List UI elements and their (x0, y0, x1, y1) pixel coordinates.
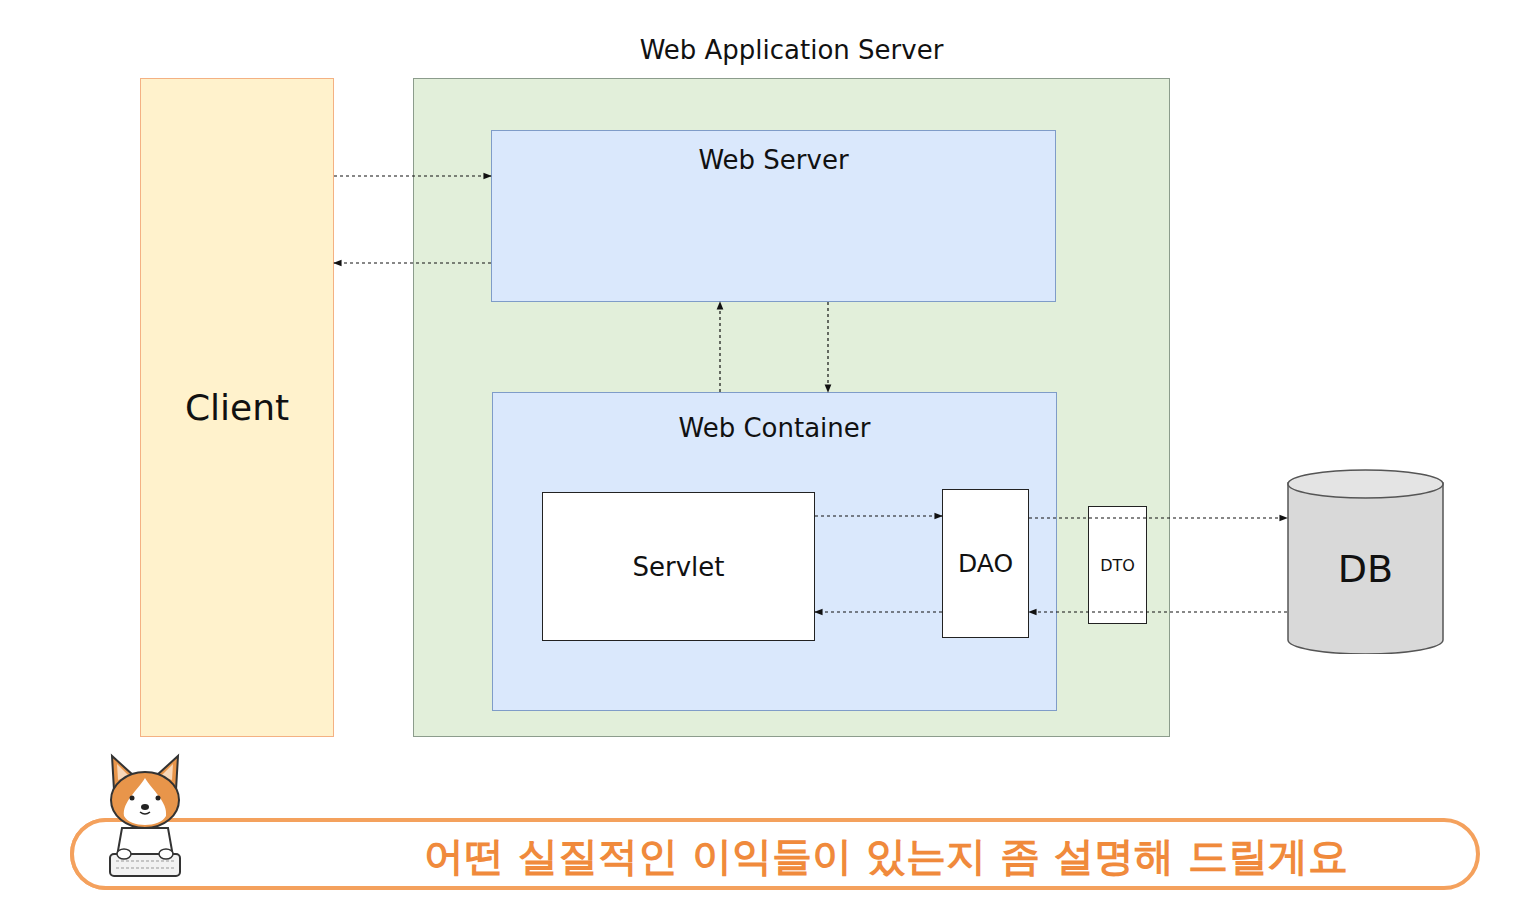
client-box: Client (140, 78, 334, 737)
dao-box: DAO (942, 489, 1029, 638)
text-holder: Servlet (543, 493, 814, 640)
node-label: Web Application Server (640, 35, 944, 65)
text-holder: DB (1287, 469, 1444, 654)
subtitle-text: 어떤 실질적인 이익들이 있는지 좀 설명해 드릴게요 (424, 829, 1348, 884)
db-cylinder: DB (1287, 469, 1444, 654)
text-holder: Client (141, 79, 333, 736)
dashed-arrow (815, 515, 942, 516)
text-holder: DAO (943, 490, 1028, 637)
text-holder: Web Application Server (414, 35, 1169, 65)
text-holder: Web Container (493, 413, 1056, 443)
dashed-arrow (1029, 611, 1287, 612)
node-label: Web Server (698, 145, 848, 175)
corgi-illustration (100, 750, 190, 885)
servlet-box: Servlet (542, 492, 815, 641)
dashed-arrow (1029, 517, 1287, 518)
node-label: Servlet (633, 552, 725, 582)
node-label: Web Container (678, 413, 870, 443)
dto-box: DTO (1088, 506, 1147, 624)
node-label: DB (1338, 547, 1393, 591)
node-label: Client (185, 387, 289, 428)
web-container-box: Web ContainerServlet DAO (492, 392, 1057, 711)
node-label: DTO (1100, 556, 1135, 575)
text-holder: Web Server (492, 145, 1055, 175)
dashed-arrow (334, 262, 491, 263)
web-server-box: Web Server (491, 130, 1056, 302)
node-label: DAO (958, 549, 1013, 578)
server-region: Web Application ServerWeb ServerWeb Cont… (413, 78, 1170, 737)
speaker-name: 코기 (190, 826, 278, 885)
dashed-arrow (719, 302, 720, 392)
text-holder: DTO (1089, 507, 1146, 623)
dashed-arrow (815, 611, 942, 612)
dashed-arrow (827, 302, 828, 392)
dashed-arrow (334, 175, 491, 176)
